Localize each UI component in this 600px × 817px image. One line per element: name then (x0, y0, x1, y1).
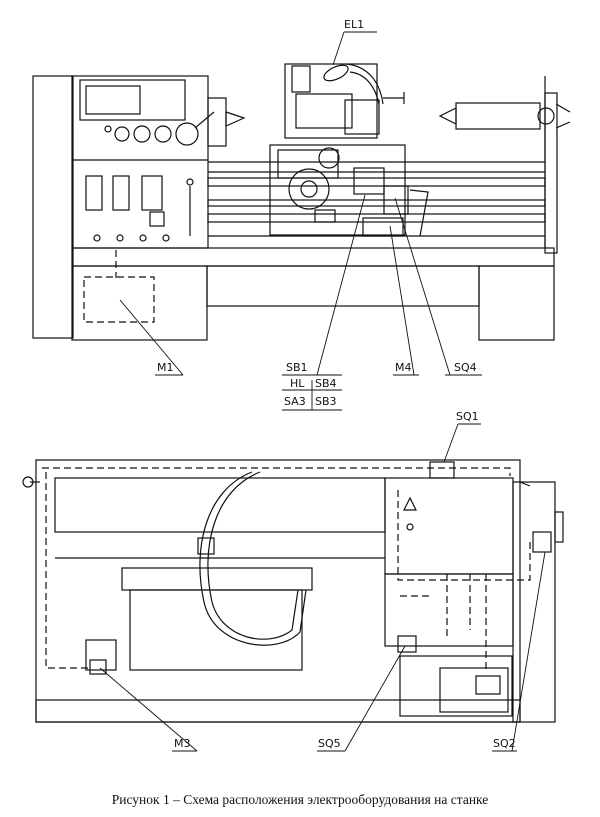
label-m1: M1 (157, 361, 174, 374)
leader-lines (99, 31, 546, 752)
component-labels: EL1 M1 SB1 HL SB4 SA3 SB3 M4 SQ4 SQ1 M3 … (157, 18, 516, 750)
label-sb1: SB1 (286, 361, 308, 374)
label-sq5: SQ5 (318, 737, 341, 750)
label-m4: M4 (395, 361, 412, 374)
lathe-front-view (32, 63, 571, 341)
label-hl: HL (290, 377, 305, 390)
figure-caption: Рисунок 1 – Схема расположения электрооб… (111, 792, 489, 807)
label-sq2: SQ2 (493, 737, 516, 750)
label-el1: EL1 (344, 18, 364, 31)
lathe-electrical-layout-diagram: EL1 M1 SB1 HL SB4 SA3 SB3 M4 SQ4 SQ1 M3 … (22, 18, 571, 752)
cable-routes (42, 250, 531, 672)
label-m3: M3 (174, 737, 191, 750)
label-sq1: SQ1 (456, 410, 479, 423)
lathe-rear-view (22, 459, 564, 723)
label-sb3: SB3 (315, 395, 337, 408)
label-sq4: SQ4 (454, 361, 477, 374)
lamp-el1-symbol (323, 63, 405, 105)
label-sb4: SB4 (315, 377, 337, 390)
label-sa3: SA3 (284, 395, 306, 408)
